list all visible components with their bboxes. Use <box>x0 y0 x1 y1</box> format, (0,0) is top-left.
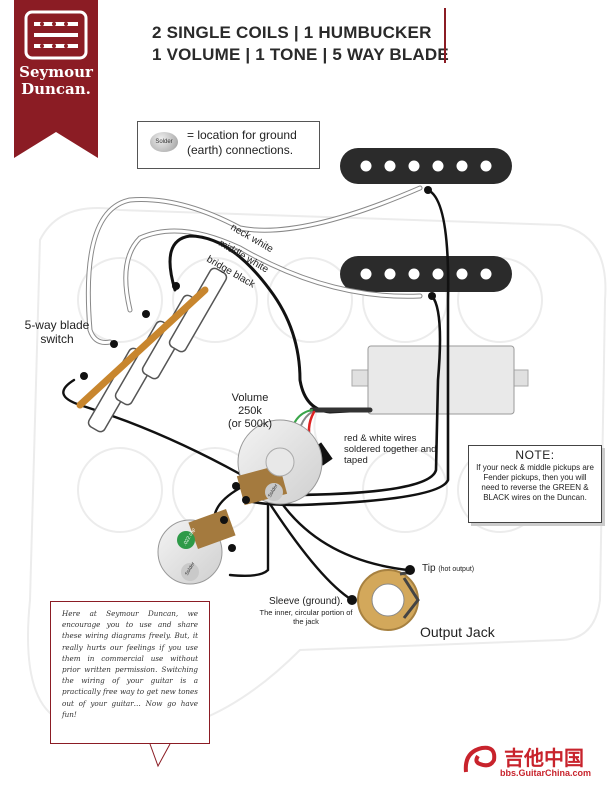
neck-pickup <box>340 148 512 184</box>
brand-line1: Seymour <box>19 63 93 81</box>
sleeve-label-sub: The inner, circular portion of the jack <box>259 608 353 626</box>
title-line2: 1 VOLUME | 1 TONE | 5 WAY BLADE <box>152 45 449 64</box>
seymour-duncan-logo: Seymour Duncan. <box>14 0 98 163</box>
tone-pot <box>157 509 236 585</box>
volume-label: Volume 250k (or 500k) <box>220 392 280 431</box>
title-divider <box>444 8 446 63</box>
note-box: NOTE: If your neck & middle pickups are … <box>468 445 602 523</box>
neck-white-wire <box>86 186 422 344</box>
watermark-url: bbs.GuitarChina.com <box>500 768 592 778</box>
volume-label-line1: Volume <box>231 392 269 404</box>
output-jack <box>347 565 420 631</box>
tip-wire <box>276 496 410 572</box>
volume-pot <box>236 419 323 506</box>
five-way-switch <box>76 267 228 433</box>
legend-solder-label: Solder <box>155 139 173 145</box>
tip-label-sub: (hot output) <box>438 566 475 573</box>
note-title: NOTE: <box>515 448 555 462</box>
bridge-humbucker <box>351 345 529 415</box>
note-body: If your neck & middle pickups are Fender… <box>476 463 594 502</box>
title-line1: 2 SINGLE COILS | 1 HUMBUCKER <box>152 23 432 42</box>
ground-bus-wire <box>228 494 270 578</box>
brand-line2: Duncan. <box>21 80 91 98</box>
sleeve-wire <box>268 502 354 602</box>
output-jack-title: Output Jack <box>420 624 495 640</box>
tip-label-main: Tip <box>422 563 436 574</box>
page-title: 2 SINGLE COILS | 1 HUMBUCKER 1 VOLUME | … <box>152 22 449 66</box>
red-white-note: red & white wires soldered together and … <box>344 433 437 466</box>
solder-icon: Solder <box>150 132 178 152</box>
watermark-cn: 吉他中国 <box>504 746 584 770</box>
tip-label: Tip (hot output) <box>422 563 474 576</box>
bridge-black-wire <box>168 234 372 414</box>
volume-solder-spot <box>265 483 283 501</box>
middle-white-wire <box>124 229 422 312</box>
sleeve-label-main: Sleeve (ground). <box>269 596 343 607</box>
legend-text: = location for ground (earth) connection… <box>187 128 297 157</box>
middle-pickup <box>340 256 512 292</box>
watermark-dragon-icon <box>463 745 497 773</box>
volume-label-line2: 250k <box>238 405 262 417</box>
sleeve-label: Sleeve (ground). The inner, circular por… <box>258 596 354 626</box>
volume-label-line3: (or 500k) <box>227 418 273 430</box>
switch-label: 5-way blade switch <box>24 318 90 346</box>
neck-black-wire <box>243 188 450 507</box>
logo-ribbon <box>14 0 98 158</box>
usage-quote: Here at Seymour Duncan, we encourage you… <box>50 601 210 744</box>
